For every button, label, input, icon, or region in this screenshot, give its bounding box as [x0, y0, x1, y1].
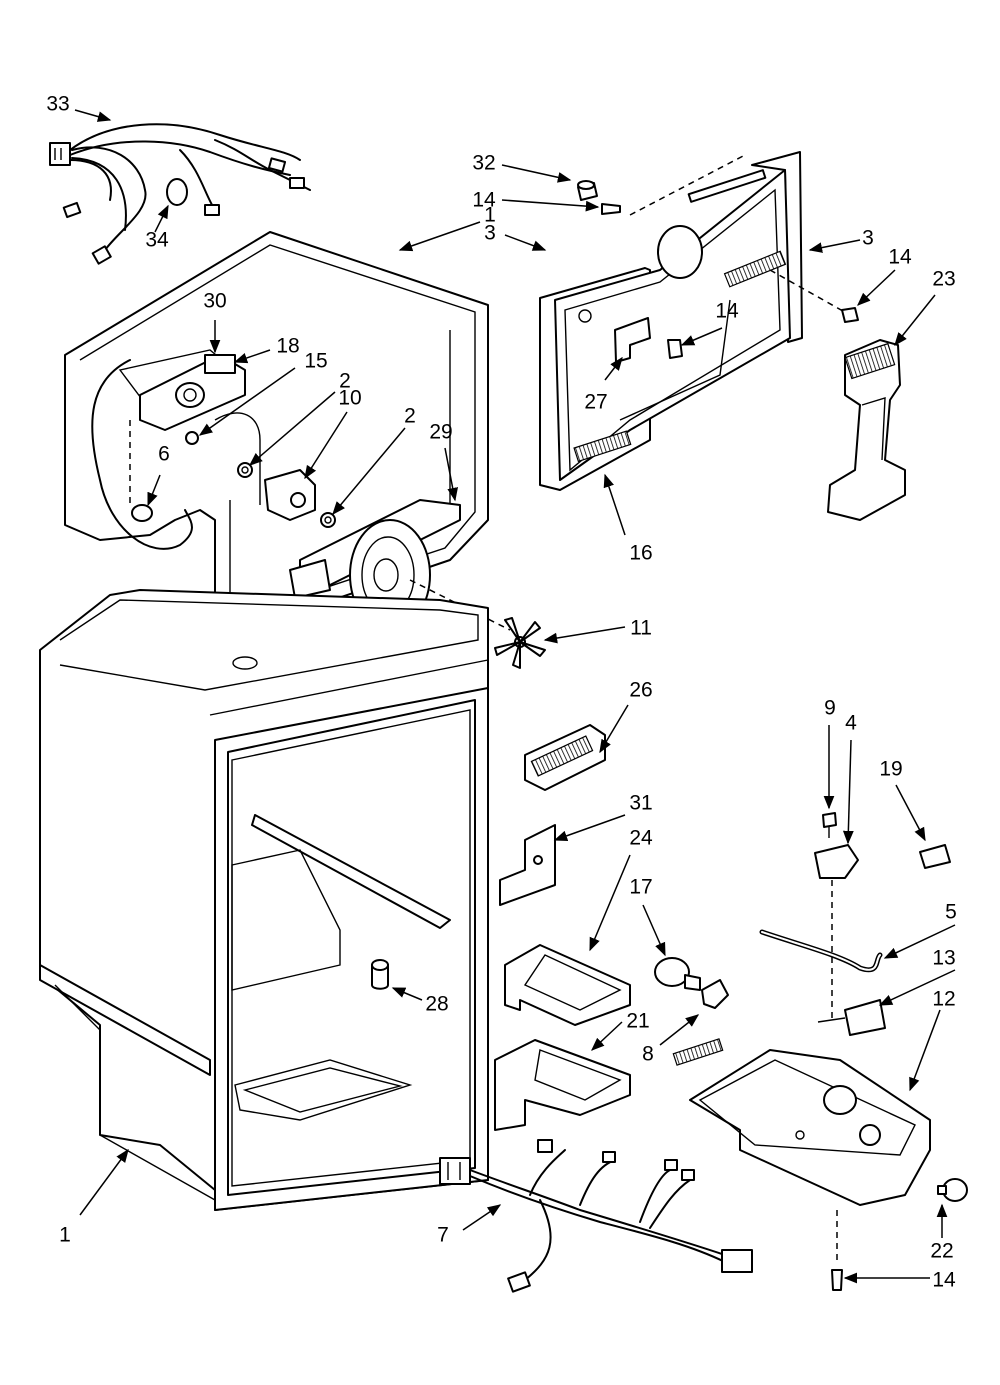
- leader-lines: [74, 109, 956, 1284]
- part-screw-15: [185, 431, 199, 445]
- harness-connector: [49, 142, 71, 166]
- part-evaporator-cover-16: [554, 169, 791, 481]
- cabinet-base-rail: [39, 964, 211, 1076]
- callout-30: 30: [203, 289, 227, 313]
- callout-12: 12: [932, 987, 956, 1011]
- part-control-housing-12: [689, 1049, 931, 1206]
- part-light-shield-24: [504, 944, 631, 1026]
- part-screw-9: [822, 812, 837, 838]
- callout-18: 18: [276, 334, 300, 358]
- callout-23: 23: [932, 267, 956, 291]
- callout-9: 9: [824, 696, 836, 720]
- part-light-housing-26: [524, 724, 606, 791]
- callout-4: 4: [845, 711, 857, 735]
- callout-3b: 3: [862, 226, 874, 250]
- part-cabinet-liner-1: [39, 589, 489, 1211]
- callout-22: 22: [930, 1239, 954, 1263]
- part-tube-5: [759, 929, 883, 973]
- callout-32: 32: [472, 151, 496, 175]
- callout-15: 15: [304, 349, 328, 373]
- part-thermostat-4: [814, 844, 859, 879]
- callout-1a: 1: [484, 203, 496, 227]
- callout-2a: 2: [339, 369, 351, 393]
- part-fan-blade-11: [494, 617, 546, 669]
- callout-6: 6: [158, 442, 170, 466]
- part-light-cover-21: [494, 1039, 631, 1131]
- part-air-duct-23: [827, 339, 906, 521]
- part-screw-14b: [841, 307, 859, 323]
- callout-5: 5: [945, 900, 957, 924]
- callout-11: 11: [630, 616, 652, 640]
- harness-grommet: [166, 178, 188, 206]
- part-knob-22: [937, 1178, 968, 1202]
- part-screw-14a: [601, 203, 621, 215]
- callout-10: 10: [338, 386, 362, 410]
- callout-21: 21: [626, 1009, 650, 1033]
- callout-28: 28: [425, 992, 449, 1016]
- callout-29: 29: [429, 420, 453, 444]
- part-screw-14d: [831, 1269, 843, 1291]
- callout-3a: 3: [484, 221, 496, 245]
- callout-14b: 14: [888, 245, 912, 269]
- callout-7: 7: [437, 1223, 449, 1247]
- callout-8: 8: [642, 1042, 654, 1066]
- callout-13: 13: [932, 946, 956, 970]
- part-control-13: [817, 999, 886, 1036]
- part-clip-19: [919, 844, 951, 869]
- part-light-bulb-17: [654, 957, 701, 991]
- part-spacer-32: [577, 180, 598, 201]
- part-plate-31: [499, 824, 556, 906]
- callout-17: 17: [629, 875, 653, 899]
- part-bumper-28: [371, 959, 389, 990]
- callout-1b: 1: [59, 1223, 71, 1247]
- callout-33: 33: [46, 92, 70, 116]
- callout-14a: 14: [472, 188, 496, 212]
- harness-connector-right: [721, 1249, 753, 1273]
- harness-connector-left: [439, 1157, 471, 1185]
- part-control-thermostat-30-18: [139, 354, 246, 431]
- part-screw-14c: [667, 339, 683, 359]
- callout-14d: 14: [932, 1268, 956, 1292]
- callout-14c: 14: [715, 299, 739, 323]
- callout-24: 24: [629, 826, 653, 850]
- dashed-guide-14b: [769, 269, 851, 316]
- cabinet-shelf-rail: [251, 814, 451, 929]
- part-damper-10: [264, 469, 316, 521]
- part-light-socket-8: [672, 979, 729, 1066]
- part-wire-harness-7: [439, 1139, 753, 1293]
- callout-16: 16: [629, 541, 653, 565]
- callout-26: 26: [629, 678, 653, 702]
- callout-2b: 2: [404, 404, 416, 428]
- part-nut-2b: [320, 512, 336, 528]
- part-nut-2a: [237, 462, 253, 478]
- callout-34: 34: [145, 228, 169, 252]
- callout-19: 19: [879, 757, 903, 781]
- callout-31: 31: [629, 791, 653, 815]
- callout-27: 27: [584, 390, 608, 414]
- part-wire-harness-33: [49, 123, 311, 265]
- part-knob-6: [131, 504, 153, 522]
